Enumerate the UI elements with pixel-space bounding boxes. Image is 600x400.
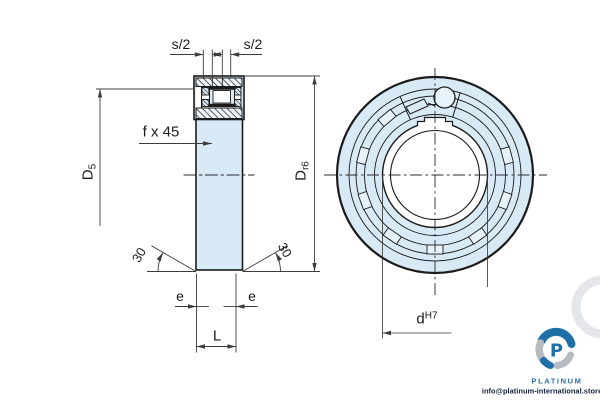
bore-superscript: H7 [424,310,438,322]
outer-race-hatch [195,77,243,87]
sprag-element [405,98,429,115]
dim-label-e-right: e [248,288,256,304]
side-view-dimensions [96,49,320,353]
dr6-subscript: r6 [300,161,312,171]
dim-bore [382,175,488,339]
logo-petal-top [537,327,576,348]
logo-watermark [571,275,600,339]
brand-name: PLATINUM [531,376,583,386]
dim-angle-right [242,245,291,272]
dim-d5 [96,88,193,226]
d5-subscript: 5 [87,163,99,170]
side-view [183,75,255,271]
front-view-centerlines [324,68,547,296]
roller-element [433,86,456,109]
logo-initial: P [550,341,563,362]
dim-label-e-left: e [176,288,184,304]
freewheel-mechanism [399,86,461,120]
inner-race-hatch [195,107,243,119]
dim-label-bore: dH7 [416,310,438,328]
dim-s2 [170,49,262,78]
brand-email: info@platinum-international.store [481,386,600,396]
dim-chamfer-leader [139,141,212,146]
logo-icon: P [535,327,576,369]
dim-label-s2-left: s/2 [171,36,191,52]
dim-label-dr6: Dr6 [292,161,312,181]
dim-label-chamfer: f x 45 [142,123,180,141]
dim-label-s2-right: s/2 [243,36,263,52]
dim-angle-left [147,245,197,272]
part-body [195,118,244,271]
bore-base: d [416,310,425,328]
front-view [324,68,547,339]
dim-e-l [175,273,258,353]
dim-label-d5: D5 [79,163,99,181]
dim-label-length: L [212,327,222,345]
cage-pocket [212,90,231,104]
d5-base: D [79,169,97,181]
logo-center [547,340,566,360]
dr6-base: D [292,170,310,181]
logo-petal-bottom [540,357,554,369]
logo-petal-right [553,351,574,369]
